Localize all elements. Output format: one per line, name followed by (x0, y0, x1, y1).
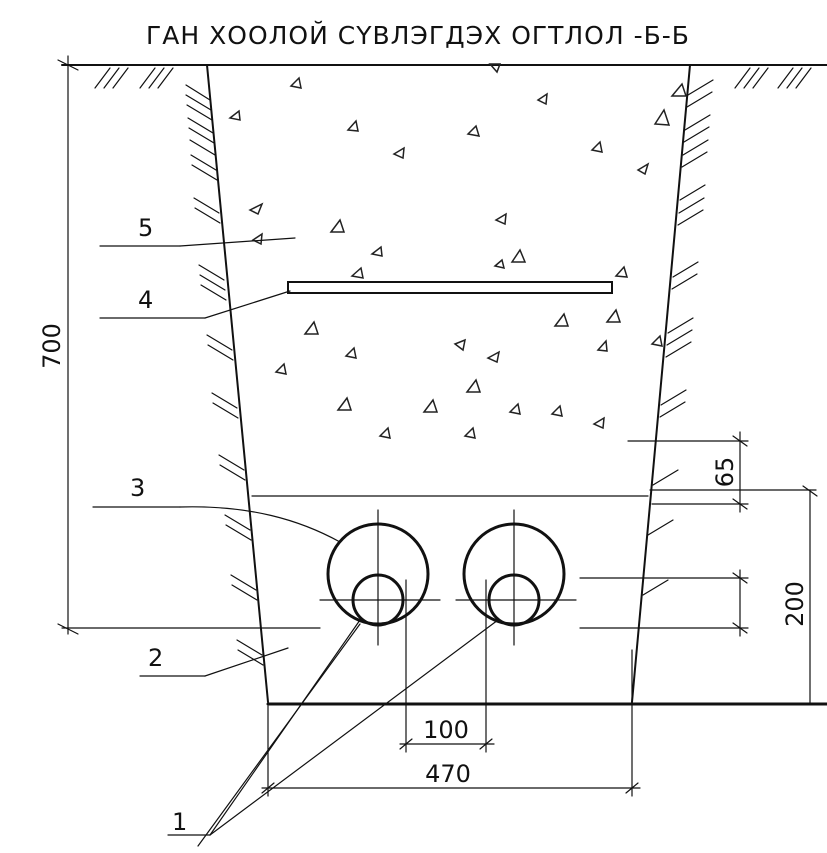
dim-pipe-spacing: 100 (399, 579, 495, 753)
svg-text:1: 1 (172, 808, 187, 836)
svg-text:470: 470 (425, 760, 471, 788)
svg-text:4: 4 (138, 286, 153, 314)
wall-hatch-left (185, 84, 264, 666)
svg-text:200: 200 (781, 581, 809, 627)
dim-depth: 700 (38, 55, 321, 635)
trench-wall-left (206, 64, 269, 703)
backfill-aggregate (228, 63, 688, 439)
pipe-centerlines (319, 509, 577, 646)
callout-3: 3 (92, 474, 341, 543)
drawing-title: ГАН ХООЛОЙ СҮВЛЭГДЭХ ОГТЛОЛ -Б-Б (146, 21, 690, 50)
callout-5: 5 (99, 214, 296, 247)
callout-1: 1 (167, 619, 499, 847)
svg-text:5: 5 (138, 214, 153, 242)
ground-hatch-left (94, 67, 174, 89)
dim-bed-height: 200 (579, 485, 818, 705)
svg-text:65: 65 (711, 457, 739, 488)
svg-text:3: 3 (130, 474, 145, 502)
callout-4: 4 (99, 286, 291, 319)
callout-2: 2 (139, 644, 289, 677)
svg-text:100: 100 (423, 716, 469, 744)
wall-hatch-right (642, 79, 714, 596)
dim-top-gap: 65 (627, 431, 749, 513)
protective-slab (287, 281, 613, 294)
trench-wall-right (631, 64, 691, 703)
ground-hatch-right (734, 67, 812, 89)
svg-text:700: 700 (38, 323, 66, 369)
svg-text:2: 2 (148, 644, 163, 672)
